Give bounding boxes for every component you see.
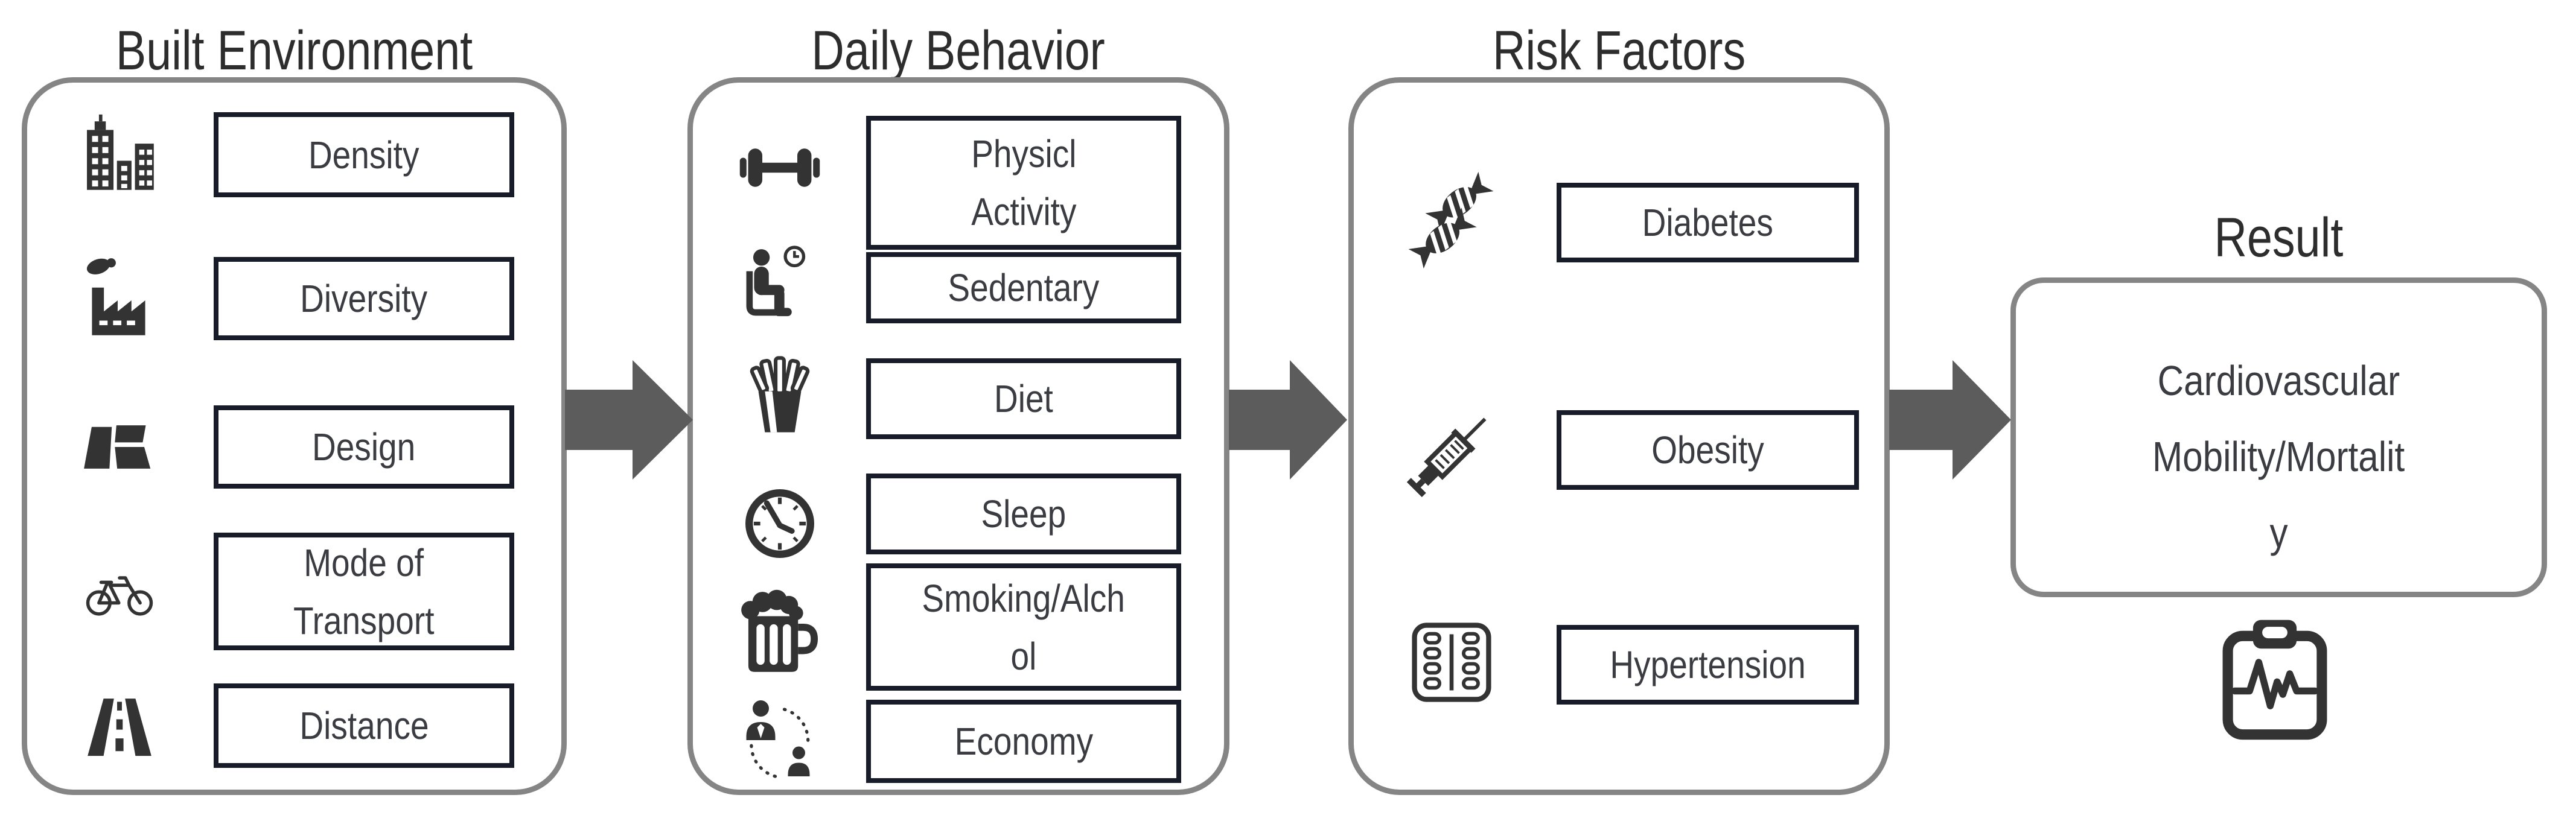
factor-label-line: Mode of [304,540,424,585]
hypertension-box: Hypertension [1557,625,1859,705]
diabetes-box: Diabetes [1557,183,1859,262]
result-label-line: Cardiovascular [2157,357,2400,404]
distance-box: Distance [214,683,514,768]
factor-label-line: Transport [293,598,435,642]
factor-label-line: ol [1010,634,1037,678]
beer-mug-icon [729,583,831,684]
candy-icon [1395,164,1508,276]
sleep-box: Sleep [866,474,1181,554]
factor-label-line: Obesity [1651,428,1764,472]
factor-label-line: Hypertension [1610,643,1806,686]
street-blocks-icon [81,408,158,486]
factor-label-line: Physicl [971,132,1077,176]
column-title-result: Result [2214,207,2344,268]
factor-label-line: Diversity [300,277,428,320]
factor-label-line: Economy [954,720,1093,763]
obesity-box: Obesity [1557,410,1859,490]
french-fries-icon [733,349,826,442]
factory-icon [74,253,165,344]
column-title-risk-factors: Risk Factors [1492,20,1746,81]
diversity-box: Diversity [214,257,514,340]
economy-box: Economy [866,700,1181,783]
bicycle-icon [83,554,156,628]
result-label-line: Mobility/Mortalit [2152,433,2405,480]
smoking-alchol-box: Smoking/Alch ol [866,563,1181,691]
factor-label-line: Density [308,133,419,177]
flow-arrow-icon [1889,360,2011,483]
flow-arrow-icon [565,360,693,483]
people-exchange-icon [735,697,825,787]
panel-result [2010,277,2547,597]
clock-icon [733,477,826,570]
sitting-person-clock-icon [734,244,826,335]
result-label-line: y [2269,509,2288,556]
factor-label-line: Design [312,425,416,469]
diet-box: Diet [866,358,1181,439]
density-box: Density [214,112,514,197]
factor-label-line: Sleep [981,492,1066,536]
factor-label-line: Smoking/Alch [922,576,1126,620]
column-title-daily-behavior: Daily Behavior [811,20,1106,81]
factor-label-line: Sedentary [948,266,1100,309]
factor-label-line: Diabetes [1642,201,1774,244]
factor-label-line: Activity [971,190,1077,233]
column-title-built-environment: Built Environment [115,20,473,81]
design-box: Design [214,405,514,489]
pill-blister-icon [1401,612,1502,712]
road-icon [80,686,159,765]
city-buildings-icon [77,113,162,198]
sedentary-box: Sedentary [866,252,1181,323]
flow-arrow-icon [1229,360,1347,483]
ecg-clipboard-icon [2217,616,2332,743]
factor-label-line: Distance [299,704,429,747]
factor-label-line: Diet [994,377,1053,420]
mode-of-transport-box: Mode of Transport [214,533,514,650]
dumbbell-icon [738,126,821,209]
syringe-icon [1392,393,1511,512]
